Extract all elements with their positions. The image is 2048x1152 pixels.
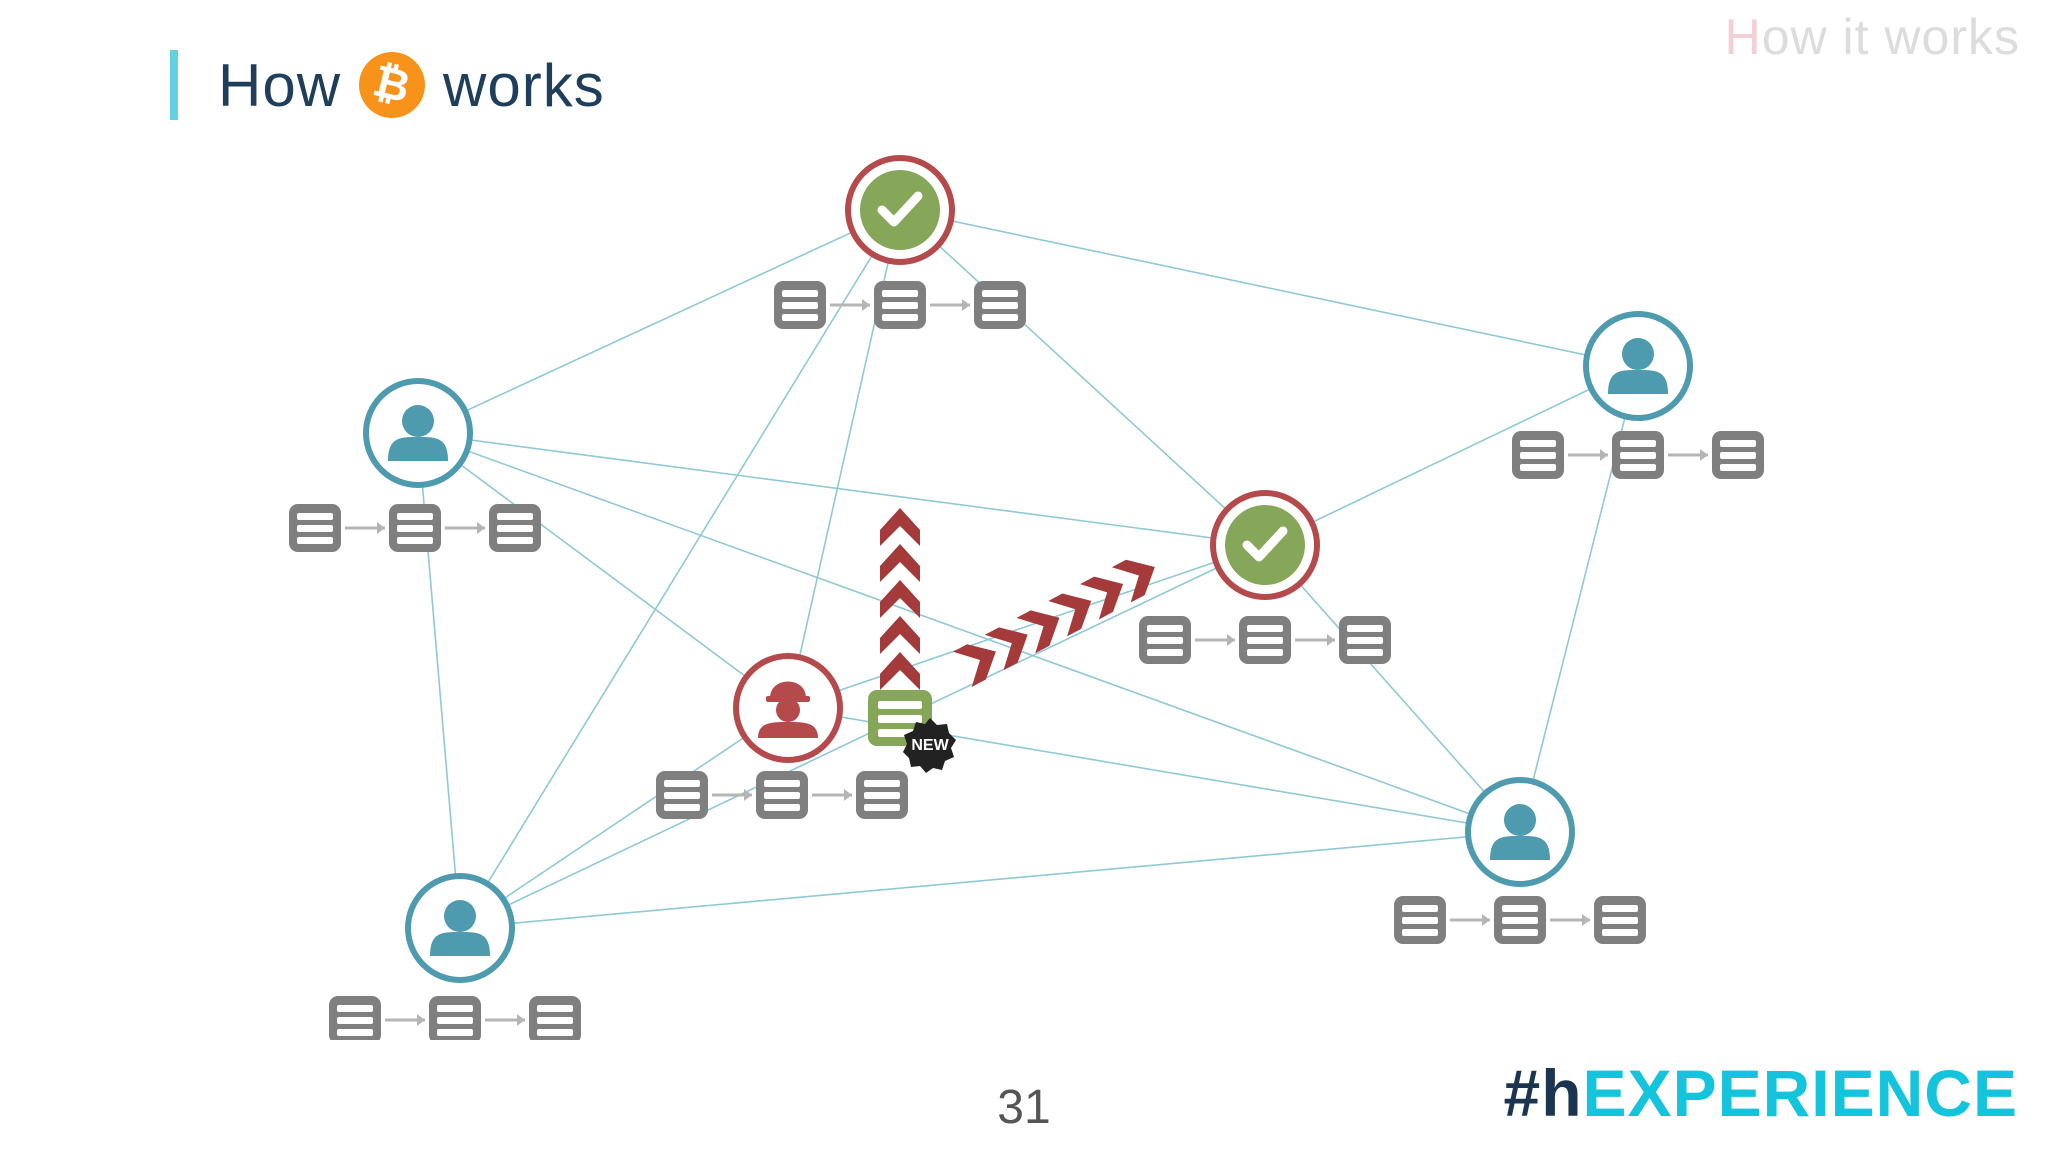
- peer-link: [1264, 365, 1639, 546]
- peer-links: [417, 209, 1639, 929]
- page-title: How ₿ works: [218, 40, 605, 130]
- watermark-rest: ow it works: [1761, 9, 2020, 65]
- block: [1512, 431, 1564, 479]
- blockchain-copy: [1394, 896, 1646, 944]
- node-miner: [733, 653, 843, 763]
- node-bottom-right-user: [1465, 777, 1575, 887]
- node-center-right-verifier: [1210, 490, 1320, 600]
- node-left-user: [363, 378, 473, 488]
- title-suffix: works: [443, 51, 605, 119]
- blockchain-copy: [289, 504, 541, 552]
- new-badge: NEW: [903, 718, 956, 773]
- block: [756, 771, 808, 819]
- blockchain-copy: [1512, 431, 1764, 479]
- peer-link: [459, 707, 789, 929]
- check-icon: [877, 191, 923, 227]
- section-watermark: How it works: [1725, 8, 2020, 66]
- node-right-top-user: [1583, 311, 1693, 421]
- network-diagram: NEW: [289, 155, 1764, 1040]
- block: [974, 281, 1026, 329]
- peer-link: [417, 432, 1521, 833]
- node-top-verifier: [845, 155, 955, 265]
- block: [774, 281, 826, 329]
- block: [1712, 431, 1764, 479]
- block: [1394, 896, 1446, 944]
- bitcoin-coin-icon: ₿: [352, 44, 433, 126]
- block: [1594, 896, 1646, 944]
- peer-link: [899, 209, 1639, 367]
- broadcast-arrow-up: [880, 508, 920, 690]
- block: [1339, 616, 1391, 664]
- user-icon: [1608, 338, 1668, 394]
- block: [856, 771, 908, 819]
- new-block: NEW: [868, 690, 956, 773]
- user-icon: [1490, 804, 1550, 860]
- new-badge-label: NEW: [911, 737, 949, 754]
- block: [874, 281, 926, 329]
- worker-hardhat-icon: [758, 681, 818, 738]
- blockchain-copy: [774, 281, 1026, 329]
- broadcast-arrow-diagonal: [952, 549, 1165, 688]
- peer-link: [417, 432, 789, 709]
- peer-link: [1264, 544, 1521, 833]
- block: [429, 996, 481, 1040]
- peer-link: [459, 544, 1266, 929]
- user-icon: [430, 900, 490, 956]
- user-icon: [388, 405, 448, 461]
- block: [1139, 616, 1191, 664]
- block: [489, 504, 541, 552]
- hashtag-suffix: EXPERIENCE: [1582, 1056, 2018, 1130]
- peer-link: [787, 544, 1266, 709]
- peer-link: [459, 209, 901, 929]
- watermark-first-letter: H: [1724, 9, 1762, 65]
- block: [289, 504, 341, 552]
- blockchain-copy: [656, 771, 908, 819]
- page-number: 31: [997, 1081, 1051, 1134]
- hashtag-prefix: #h: [1503, 1056, 1583, 1130]
- peer-link: [899, 209, 1266, 546]
- block: [1494, 896, 1546, 944]
- block: [529, 996, 581, 1040]
- peer-link: [417, 432, 1266, 546]
- blockchain-copy: [329, 996, 581, 1040]
- title-accent-bar: [170, 50, 178, 120]
- block: [389, 504, 441, 552]
- check-icon: [1242, 526, 1288, 562]
- peer-link: [417, 209, 901, 434]
- title-prefix: How: [218, 51, 342, 119]
- blockchain-copy: [1139, 616, 1391, 664]
- peer-link: [459, 831, 1521, 929]
- block: [1612, 431, 1664, 479]
- block: [656, 771, 708, 819]
- block: [1239, 616, 1291, 664]
- hexperience-hashtag: #hEXPERIENCE: [1504, 1055, 2019, 1131]
- block: [329, 996, 381, 1040]
- node-bottom-left-user: [405, 873, 515, 983]
- blockchain-copies: [289, 281, 1764, 1040]
